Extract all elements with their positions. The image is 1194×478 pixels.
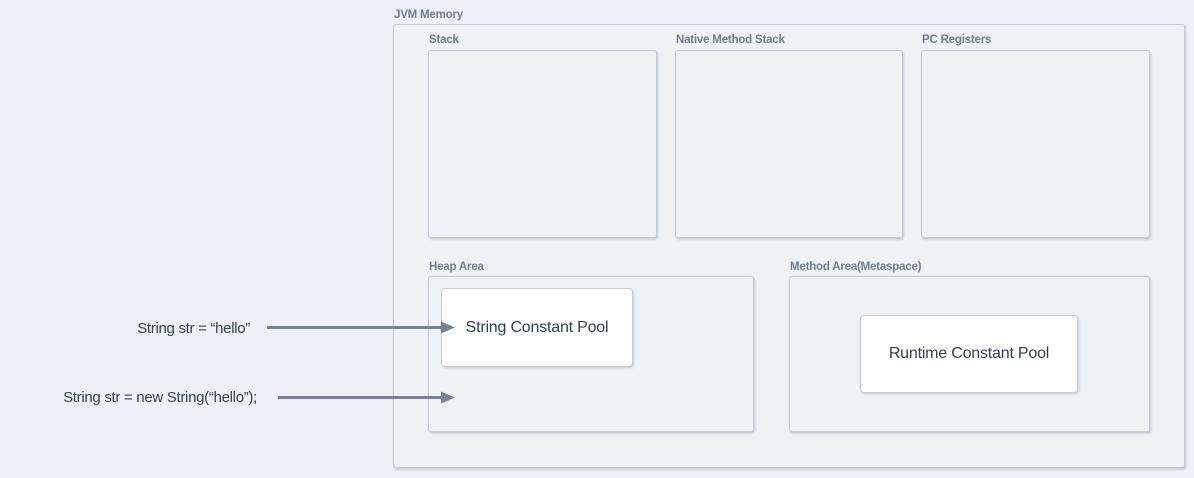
native-method-stack-box	[675, 50, 903, 238]
stack-box	[428, 50, 657, 238]
pc-registers-box	[921, 50, 1150, 238]
runtime-constant-pool-label: Runtime Constant Pool	[888, 345, 1050, 362]
stack-label: Stack	[429, 34, 459, 46]
jvm-memory-label: JVM Memory	[394, 9, 463, 21]
code-annotation-string-literal: String str = “hello”	[137, 320, 250, 337]
native-method-stack-label: Native Method Stack	[676, 34, 785, 46]
string-constant-pool-label: String Constant Pool	[465, 318, 609, 336]
runtime-constant-pool-box: Runtime Constant Pool	[860, 315, 1078, 393]
pc-registers-label: PC Registers	[922, 34, 992, 46]
code-annotation-new-string: String str = new String(“hello”);	[63, 389, 257, 406]
heap-area-label: Heap Area	[429, 261, 484, 273]
arrow-to-string-constant-pool-icon	[267, 321, 455, 334]
arrow-to-heap-area-icon	[278, 391, 455, 404]
string-constant-pool-box: String Constant Pool	[441, 288, 633, 367]
method-area-label: Method Area(Metaspace)	[790, 261, 922, 273]
